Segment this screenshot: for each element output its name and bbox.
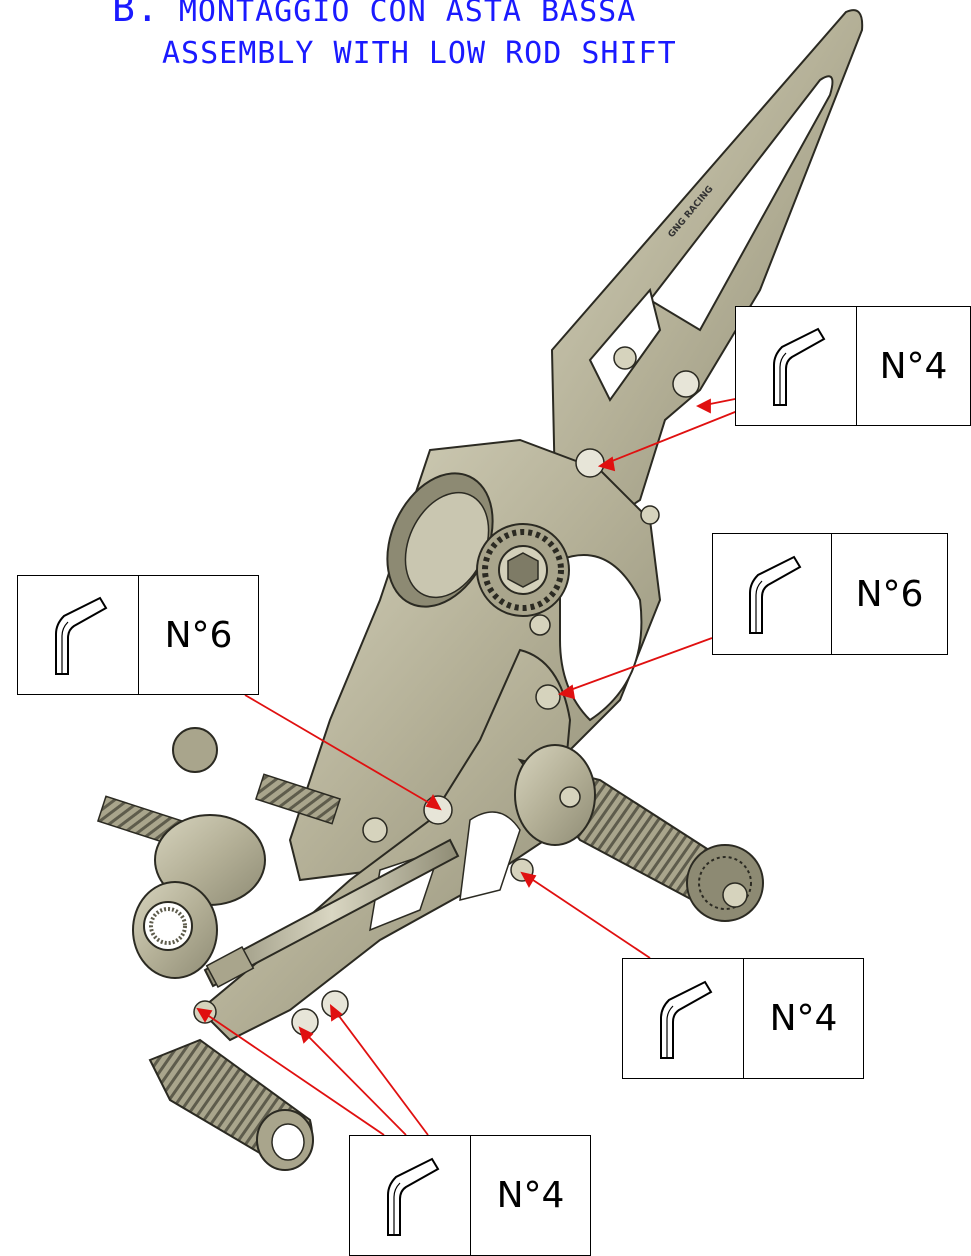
linkage-rod	[203, 838, 460, 988]
quantity-label: N°6	[164, 614, 233, 656]
title-english: ASSEMBLY WITH LOW ROD SHIFT	[162, 36, 677, 71]
pivot-hub	[476, 523, 570, 617]
quantity-label: N°6	[855, 573, 924, 615]
leader-line	[199, 1009, 385, 1136]
leader-arrowhead	[557, 684, 576, 700]
shift-shaft-clamp	[132, 727, 218, 979]
leader-arrowhead	[298, 1026, 314, 1044]
hex-key-icon	[623, 959, 744, 1078]
leader-line	[332, 1007, 429, 1136]
bolt-heads	[193, 346, 700, 1036]
heel-plate: GNG RACING	[550, 9, 864, 522]
hex-key-icon	[713, 534, 832, 654]
quantity-label: N°4	[496, 1175, 565, 1216]
leader-line	[523, 873, 651, 959]
callout-mid-left: N°6	[17, 575, 259, 695]
main-bracket	[288, 438, 662, 882]
quantity-label: N°4	[769, 998, 838, 1039]
section-letter: B.	[112, 0, 160, 30]
title-line-1: B. MONTAGGIO CON ASTA BASSA	[112, 0, 636, 30]
leader-line	[244, 694, 439, 809]
hex-key-icon	[350, 1136, 471, 1255]
hex-key-icon	[18, 576, 139, 694]
leader-line	[601, 409, 741, 466]
leader-arrowhead	[597, 456, 616, 472]
hex-key-icon	[736, 307, 857, 425]
leader-arrowhead	[425, 794, 442, 811]
title-italian: MONTAGGIO CON ASTA BASSA	[178, 0, 637, 29]
right-footpeg	[514, 744, 764, 922]
callout-bottom: N°4	[349, 1135, 591, 1256]
leader-lines	[196, 397, 741, 1136]
leader-arrowhead	[196, 1007, 213, 1023]
leader-arrowhead	[329, 1004, 343, 1022]
shift-peg	[148, 1038, 314, 1171]
quantity-label: N°4	[879, 345, 948, 387]
callout-mid-right: N°6	[712, 533, 948, 655]
leader-arrowhead	[695, 398, 711, 414]
callout-low-right: N°4	[622, 958, 864, 1079]
leader-arrowhead	[520, 871, 537, 888]
leader-line	[561, 637, 713, 694]
leader-line	[301, 1029, 407, 1136]
callout-top-right: N°4	[735, 306, 971, 426]
